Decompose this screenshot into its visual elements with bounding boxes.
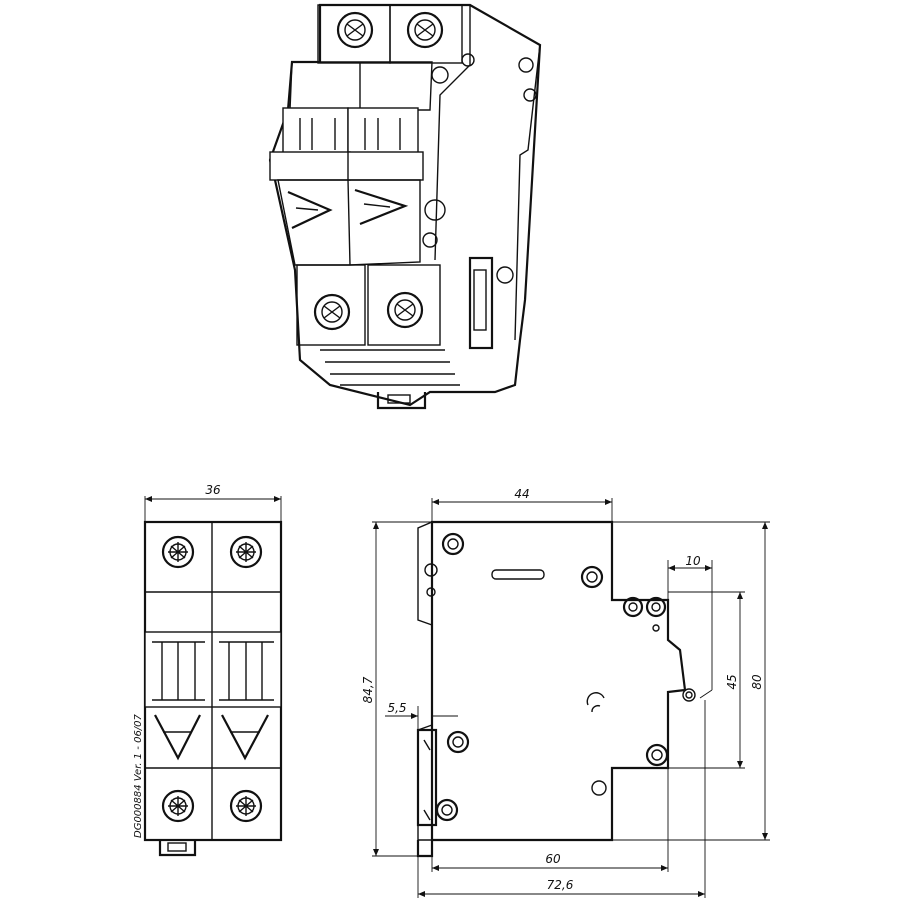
dim-total-depth: 72,6 xyxy=(547,878,574,892)
front-view xyxy=(143,496,283,857)
dim-rail-offset: 5,5 xyxy=(387,701,406,715)
isometric-view xyxy=(268,3,542,410)
dim-side-depth-top: 44 xyxy=(514,487,529,501)
document-reference: DG000884 Ver. 1 - 06/07 xyxy=(133,713,144,838)
dim-total-height: 84,7 xyxy=(361,676,375,703)
dim-front-height: 45 xyxy=(725,674,739,689)
side-view xyxy=(372,498,770,898)
dim-rail-height: 80 xyxy=(750,674,764,690)
dim-step-width: 10 xyxy=(685,554,701,568)
dim-body-depth: 60 xyxy=(545,852,561,866)
dim-front-width: 36 xyxy=(205,483,221,497)
